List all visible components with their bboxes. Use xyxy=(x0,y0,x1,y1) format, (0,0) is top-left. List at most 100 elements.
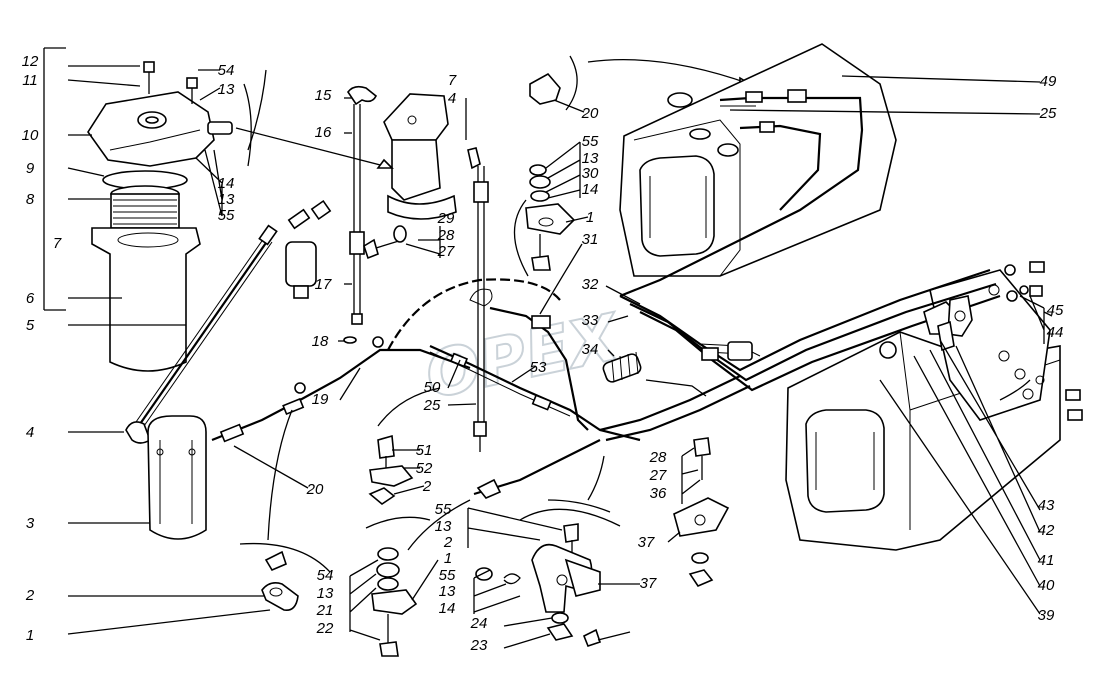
fitting-20-top xyxy=(529,55,578,111)
nut-24-23 xyxy=(546,612,631,647)
callout-label: 54 xyxy=(218,62,235,79)
clamp-set-51-52 xyxy=(368,434,414,505)
hose-5 xyxy=(139,239,269,425)
callout-label: 12 xyxy=(22,53,39,70)
hose-33-spring-34 xyxy=(489,306,642,431)
callout-label: 50 xyxy=(424,379,441,396)
callout-label: 42 xyxy=(1038,522,1055,539)
callout-label: 28 xyxy=(437,227,455,244)
callout-label: 54 xyxy=(317,567,334,584)
pipe-53 xyxy=(429,344,641,442)
callout-label: 55 xyxy=(435,501,452,518)
callout-label: 20 xyxy=(581,105,599,122)
callout-label: 41 xyxy=(1038,552,1055,569)
callout-label: 7 xyxy=(53,235,62,252)
callout-label: 43 xyxy=(1038,497,1055,514)
callout-label: 36 xyxy=(650,485,667,502)
callout-label: 33 xyxy=(582,312,599,329)
callout-label: 5 xyxy=(26,317,35,334)
callout-label: 55 xyxy=(218,207,235,224)
callout-label: 23 xyxy=(470,637,488,654)
callout-label: 44 xyxy=(1047,324,1064,341)
bolts-44-45 xyxy=(1004,261,1083,421)
fuel-filter-assembly xyxy=(87,61,233,372)
callout-label: 34 xyxy=(582,341,599,358)
callout-label: 55 xyxy=(582,133,599,150)
callout-label: 52 xyxy=(416,460,433,477)
callout-labels: 1211109876543215413141355151617181920742… xyxy=(22,53,1064,654)
callout-label: 37 xyxy=(640,575,657,592)
callout-label: 22 xyxy=(316,620,334,637)
callout-label: 51 xyxy=(416,442,433,459)
callout-label: 14 xyxy=(439,600,456,617)
mount-stack-1 xyxy=(525,164,576,271)
callout-label: 53 xyxy=(530,359,547,376)
callout-label: 55 xyxy=(439,567,456,584)
callout-label: 8 xyxy=(26,191,35,208)
callout-label: 28 xyxy=(649,449,667,466)
callout-label: 2 xyxy=(25,587,35,604)
left-callout-leaders xyxy=(43,47,271,635)
callout-label: 3 xyxy=(26,515,35,532)
small-fuel-filter xyxy=(285,241,317,299)
callout-label: 11 xyxy=(22,72,38,89)
callout-label: 45 xyxy=(1047,302,1064,319)
callout-label: 13 xyxy=(317,585,334,602)
elbow-4 xyxy=(125,421,151,444)
callout-label: 21 xyxy=(316,602,334,619)
clamp-stack-lower xyxy=(371,547,418,657)
callout-label: 13 xyxy=(218,81,235,98)
pipe-bundle xyxy=(599,268,1001,442)
callout-label: 13 xyxy=(435,518,452,535)
callout-label: 30 xyxy=(582,165,599,182)
callout-label: 29 xyxy=(437,210,455,227)
callout-label: 39 xyxy=(1038,607,1055,624)
callout-label: 17 xyxy=(315,276,332,293)
callout-label: 32 xyxy=(582,276,599,293)
callout-label: 25 xyxy=(423,397,441,414)
bolt-36 xyxy=(693,437,711,480)
callout-label: 37 xyxy=(638,534,655,551)
callout-label: 13 xyxy=(218,191,235,208)
fuel-line-25-upper xyxy=(619,89,864,298)
fuel-pump-unit xyxy=(383,93,457,220)
callout-label: 4 xyxy=(26,424,34,441)
callout-label: 4 xyxy=(448,90,456,107)
bracket-37b xyxy=(531,543,601,613)
rod-4 xyxy=(467,147,489,452)
callout-label: 6 xyxy=(26,290,35,307)
cover-3 xyxy=(147,415,207,540)
pipe-loop-dashed xyxy=(387,278,561,351)
callout-label: 2 xyxy=(422,478,432,495)
callout-label: 31 xyxy=(582,231,599,248)
callout-label: 1 xyxy=(586,209,594,226)
callout-label: 18 xyxy=(312,333,329,350)
callout-label: 13 xyxy=(582,150,599,167)
callout-label: 27 xyxy=(649,467,667,484)
callout-label: 14 xyxy=(218,175,235,192)
bolt-28-27 xyxy=(363,225,407,260)
callout-label: 1 xyxy=(26,627,34,644)
callout-label: 16 xyxy=(315,124,332,141)
callout-label: 7 xyxy=(448,72,457,89)
callout-label: 13 xyxy=(439,583,456,600)
callout-label: 25 xyxy=(1039,105,1057,122)
callout-label: 2 xyxy=(443,534,453,551)
rod-16-17 xyxy=(343,85,378,344)
callout-label: 14 xyxy=(582,181,599,198)
callout-label: 49 xyxy=(1040,73,1057,90)
callout-label: 40 xyxy=(1038,577,1055,594)
callout-label: 9 xyxy=(26,160,35,177)
callout-label: 20 xyxy=(306,481,324,498)
callout-label: 15 xyxy=(315,87,332,104)
callout-label: 27 xyxy=(437,243,455,260)
callout-label: 19 xyxy=(312,391,329,408)
fuel-tank-upper xyxy=(619,43,897,277)
callout-label: 10 xyxy=(22,127,39,144)
callout-label: 24 xyxy=(470,615,488,632)
washer-set-55-13-14 xyxy=(475,567,521,585)
clamp-1-nut-2 xyxy=(261,550,299,612)
callout-label: 1 xyxy=(444,550,452,567)
pipe-20-left xyxy=(211,336,471,443)
